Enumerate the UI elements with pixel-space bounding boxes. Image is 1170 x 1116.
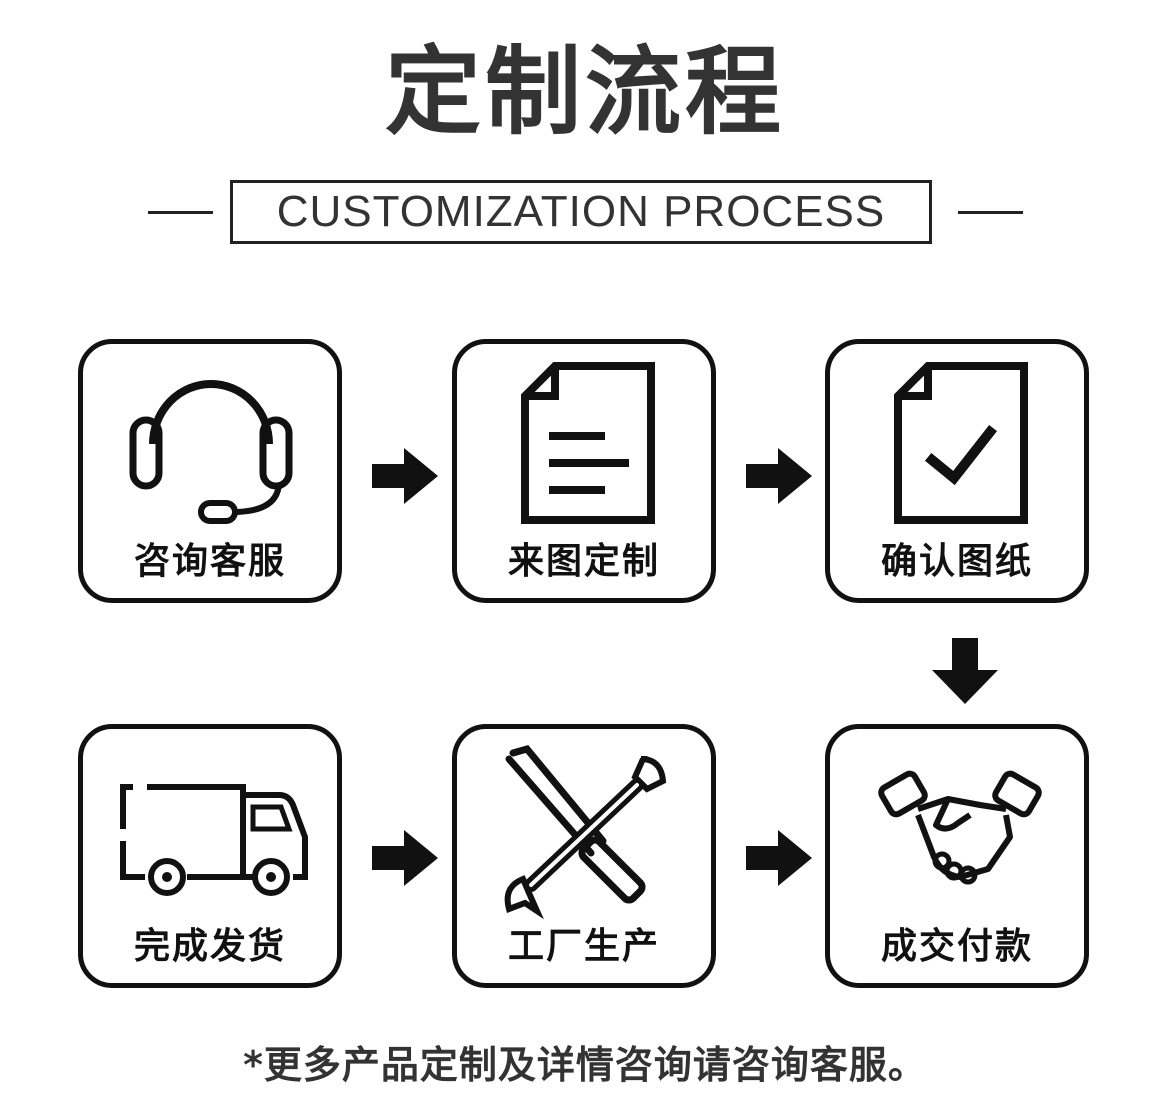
subtitle: CUSTOMIZATION PROCESS: [230, 180, 932, 244]
step-label: 确认图纸: [880, 541, 1033, 582]
subtitle-container: CUSTOMIZATION PROCESS: [0, 180, 1170, 246]
step-label: 工厂生产: [507, 926, 660, 967]
step-card-consult: 咨询客服: [78, 339, 342, 603]
page-title: 定制流程: [385, 36, 785, 148]
document-icon: [521, 362, 655, 524]
step-label: 成交付款: [880, 926, 1033, 967]
step-card-confirm-drawing: 确认图纸: [825, 339, 1089, 603]
arrow-right-icon: [746, 830, 812, 886]
step-card-ship: 完成发货: [78, 724, 342, 988]
footnote: *更多产品定制及详情咨询请咨询客服。: [243, 1043, 927, 1087]
arrow-right-icon: [372, 830, 438, 886]
headset-icon: [129, 380, 293, 524]
handshake-icon: [878, 770, 1042, 885]
truck-icon: [120, 784, 308, 896]
subtitle-dash-left: [148, 211, 213, 214]
arrow-right-icon: [372, 448, 438, 504]
arrow-down-icon: [932, 638, 998, 704]
step-card-send-drawing: 来图定制: [452, 339, 716, 603]
arrow-right-icon: [746, 448, 812, 504]
step-card-payment: 成交付款: [825, 724, 1089, 988]
subtitle-dash-right: [958, 211, 1023, 214]
tools-icon: [504, 745, 667, 920]
document-check-icon: [894, 362, 1028, 524]
step-label: 完成发货: [133, 926, 286, 967]
step-label: 咨询客服: [133, 541, 286, 582]
step-label: 来图定制: [507, 541, 660, 582]
step-card-produce: 工厂生产: [452, 724, 716, 988]
